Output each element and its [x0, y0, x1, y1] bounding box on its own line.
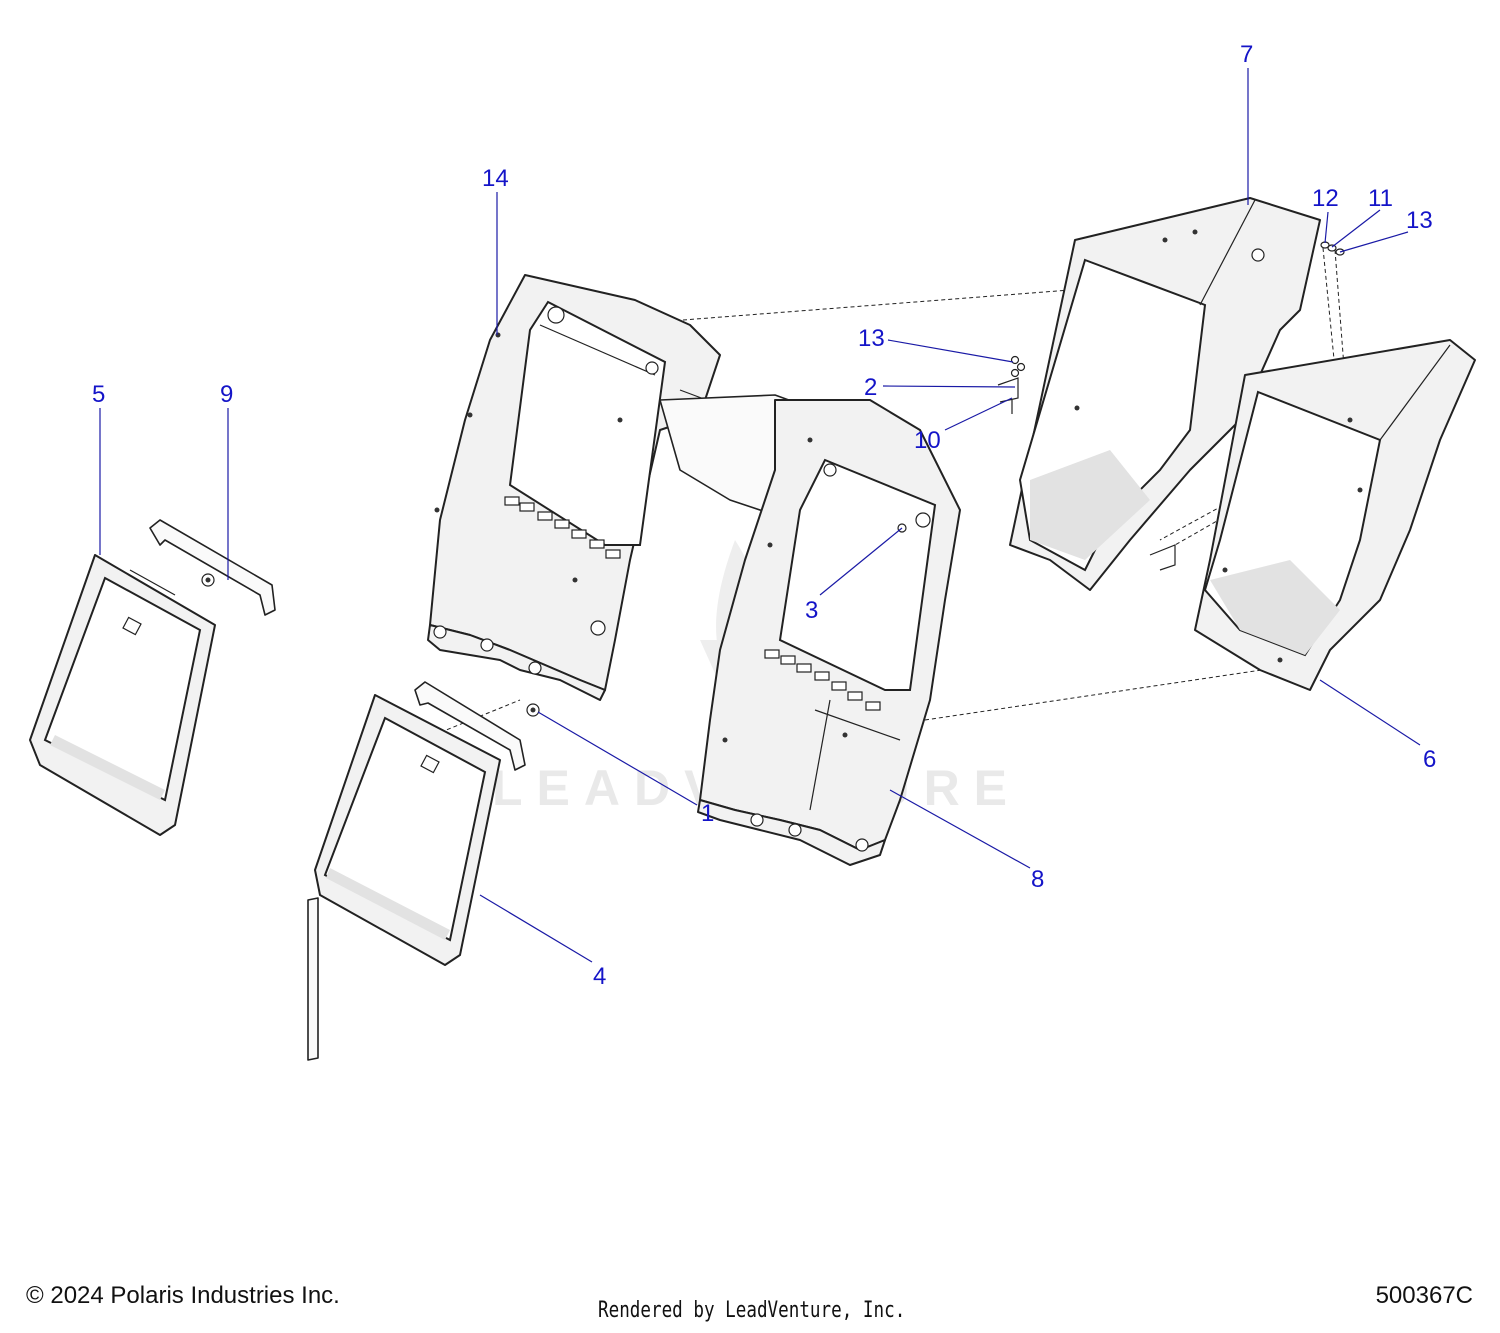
- diagram-id-text: 500367C: [1375, 1282, 1473, 1309]
- callout-5: 5: [92, 381, 105, 408]
- callout-13-right: 13: [1406, 207, 1433, 234]
- handle-front: [414, 681, 540, 771]
- callout-1: 1: [701, 800, 714, 827]
- callout-8: 8: [1031, 866, 1044, 893]
- rendered-by-text: Rendered by LeadVenture, Inc.: [598, 1298, 906, 1323]
- door-left: [29, 554, 216, 836]
- callout-7: 7: [1240, 41, 1253, 68]
- callout-9: 9: [220, 381, 233, 408]
- panel-right: [697, 399, 961, 866]
- panel-right-vents: [764, 649, 881, 711]
- panel-left-vents: [504, 496, 621, 559]
- callout-4: 4: [593, 963, 606, 990]
- callout-14: 14: [482, 165, 509, 192]
- trim-strip: [307, 897, 319, 1061]
- copyright-text: © 2024 Polaris Industries Inc.: [26, 1282, 340, 1309]
- panel-left: [427, 274, 831, 701]
- storage-box-lower: [1194, 339, 1476, 691]
- callout-2: 2: [864, 374, 877, 401]
- leader-lines: [99, 68, 1421, 963]
- box-hardware: [1149, 241, 1345, 571]
- callout-6: 6: [1423, 746, 1436, 773]
- storage-box-upper: [1009, 197, 1321, 591]
- callout-11: 11: [1368, 185, 1393, 212]
- callout-10: 10: [914, 427, 941, 454]
- callout-13-left: 13: [858, 325, 885, 352]
- callout-3: 3: [805, 597, 818, 624]
- callout-labels: 14 7 12 11 13 13 2 10 5 9 3 1 6 8 4: [92, 41, 1436, 990]
- callout-12: 12: [1312, 185, 1339, 212]
- latch-hardware: [997, 355, 1026, 414]
- door-front: [314, 694, 501, 966]
- handle-left: [149, 519, 276, 616]
